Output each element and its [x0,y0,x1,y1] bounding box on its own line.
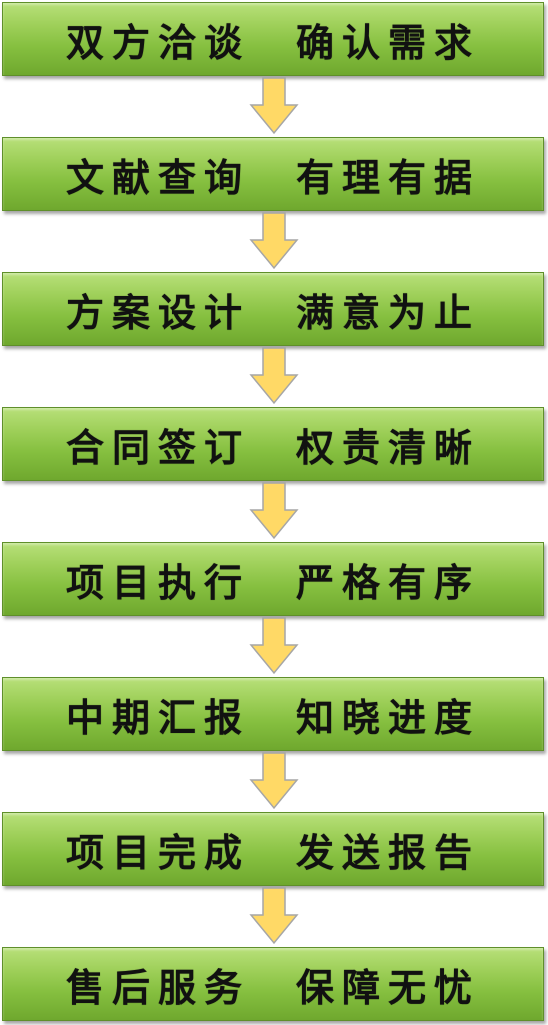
down-arrow-icon [249,212,299,270]
step-label: 中期汇报 知晓进度 [65,694,480,740]
step-label: 方案设计 满意为止 [65,289,480,335]
step-box-3: 方案设计 满意为止 [2,272,544,346]
step-box-1: 双方洽谈 确认需求 [2,2,544,76]
down-arrow-icon [249,347,299,405]
step-label: 文献查询 有理有据 [65,154,480,200]
down-arrow-icon [249,482,299,540]
step-label: 售后服务 保障无忧 [65,964,480,1010]
down-arrow-icon [249,752,299,810]
step-box-8: 售后服务 保障无忧 [2,947,544,1021]
step-label: 双方洽谈 确认需求 [65,19,480,65]
step-box-2: 文献查询 有理有据 [2,137,544,211]
step-label: 项目完成 发送报告 [65,829,480,875]
down-arrow-icon [249,887,299,945]
down-arrow-icon [249,617,299,675]
step-box-5: 项目执行 严格有序 [2,542,544,616]
step-label: 项目执行 严格有序 [65,559,480,605]
step-label: 合同签订 权责清晰 [65,424,480,470]
step-box-7: 项目完成 发送报告 [2,812,544,886]
step-box-4: 合同签订 权责清晰 [2,407,544,481]
step-box-6: 中期汇报 知晓进度 [2,677,544,751]
down-arrow-icon [249,77,299,135]
